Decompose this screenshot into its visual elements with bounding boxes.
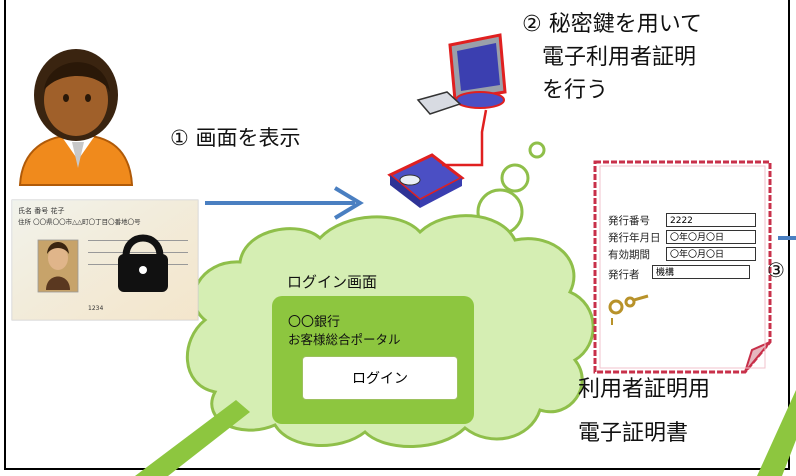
speech-pointer-left [135,400,250,476]
step3-label: ③ [767,258,785,282]
login-button[interactable]: ログイン [302,356,458,400]
step2-label: ② 秘密鍵を用いて 電子利用者証明 を行う [522,8,702,107]
id-card-address: 住所 〇〇県〇〇市△△町〇丁目〇番地〇号 [18,216,141,226]
cert-value-issuer: 機構 [652,265,750,279]
cert-label-number: 発行番号 [608,215,650,227]
bank-name: 〇〇銀行 [288,315,341,330]
diagram-frame [4,0,790,470]
step1-label: ① 画面を表示 [170,126,301,150]
login-screen-title: ログイン画面 [287,273,378,291]
cert-label-issue-date: 発行年月日 [608,232,661,244]
key-icon [608,294,649,325]
id-card-name-label: 氏名 [18,207,32,215]
computer-icon [416,33,507,115]
device-cable [442,109,488,167]
id-card-address-label: 住所 [18,218,31,226]
certificate-caption-line2: 電子証明書 [578,421,689,446]
arrow-head [333,186,364,220]
speech-pointer-right [757,390,796,476]
thought-bubble-medium [500,163,530,193]
padlock-icon [118,234,168,292]
thought-bubble-small [528,141,546,159]
cert-value-issue-date: 〇年〇月〇日 [666,230,756,244]
step2-line1: ② 秘密鍵を用いて [522,12,703,37]
step2-line2: 電子利用者証明 [542,45,697,70]
cert-value-validity: 〇年〇月〇日 [666,247,756,261]
id-card-name: 氏名 番号 花子 [18,206,64,216]
person-icon [18,49,134,186]
id-card-address-value: 〇〇県〇〇市△△町〇丁目〇番地〇号 [33,218,141,226]
portal-name: お客様総合ポータル [288,332,401,347]
id-card-name-value: 番号 花子 [34,207,65,215]
card-reader-icon [387,153,465,208]
cert-label-issuer: 発行者 [608,269,640,281]
certificate-caption-line1: 利用者証明用 [578,377,711,402]
certificate-caption: 利用者証明用 電子証明書 [578,368,710,456]
cert-label-validity: 有効期間 [608,249,650,261]
cert-value-number: 2222 [666,213,756,227]
step2-line3: を行う [542,78,609,103]
id-card-number: 1234 [88,305,104,312]
